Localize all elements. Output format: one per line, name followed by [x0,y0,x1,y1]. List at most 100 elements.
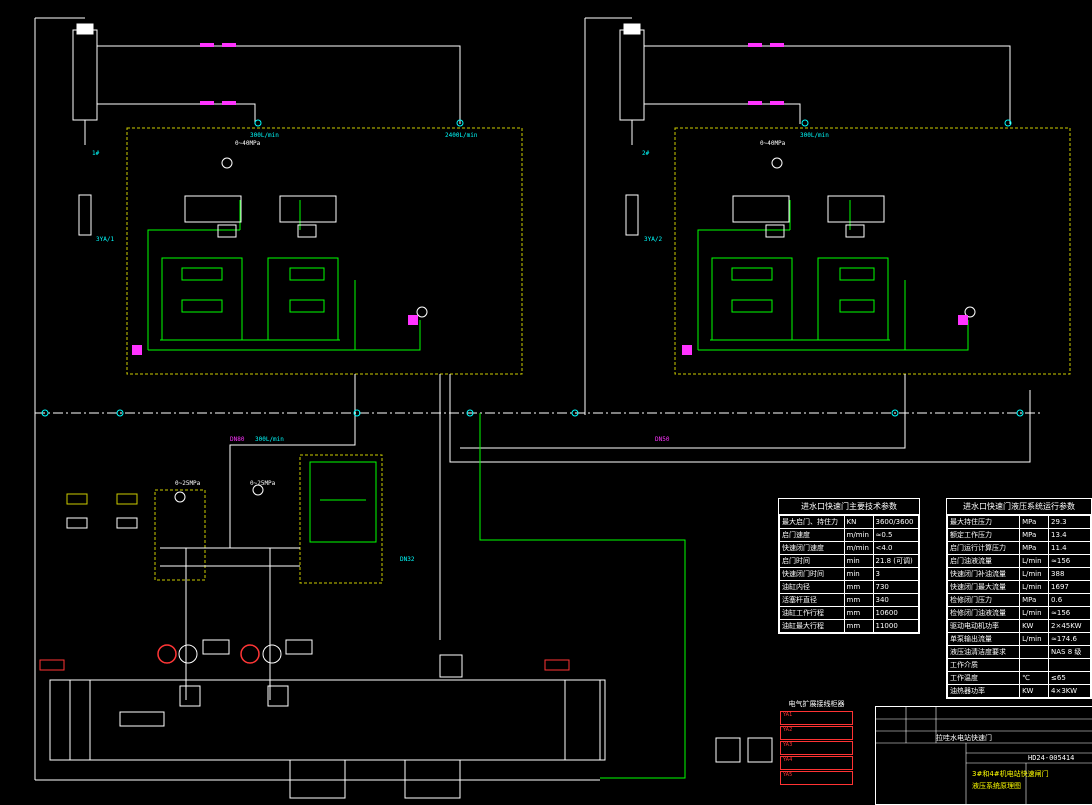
row-value: 340 [872,593,919,607]
dn-label-3: DN32 [400,556,415,563]
row-name: 快速闭门速度 [779,541,845,555]
cylinder-right-label: 2# [642,150,650,157]
right-cylinder-system [584,17,1011,415]
flow-label-1: 300L/min [250,132,279,139]
row-unit: m/min [843,541,874,555]
row-unit [1019,645,1050,659]
row-unit: mm [843,580,874,594]
row-value: 10600 [872,606,919,620]
flow-label-4: 300L/min [255,436,284,443]
legend-label: YA3 [783,742,793,748]
row-name: 快速闭门时间 [779,567,845,581]
row-unit: KN [843,515,874,529]
row-value: 1697 [1048,580,1091,594]
gauge-label-1: 0~40MPa [235,140,261,147]
right-control-enclosure [674,127,1071,375]
row-name: 油缸内径 [779,580,845,594]
pump-control-enclosure [299,454,383,584]
row-value: 4×3KW [1048,684,1091,698]
row-name: 启门速度 [779,528,845,542]
list-item: YA1 [780,711,853,725]
row-unit: KW [1019,684,1050,698]
left-cylinder-system [34,17,461,780]
row-value: 13.4 [1048,528,1091,542]
row-name: 额定工作压力 [946,528,1021,542]
row-value: ≈156 [1048,606,1091,620]
drawing-title-line-1: 3#和4#机电站快速闸门 [972,770,1049,778]
row-name: 工作介质 [946,658,1021,672]
row-name: 驱动电动机功率 [946,619,1021,633]
left-control-enclosure [126,127,523,375]
electrical-legend: 电气扩展接线柜器 YA1 YA2 YA3 YA4 YA5 [780,699,853,785]
list-item: YA5 [780,771,853,785]
row-value: 11.4 [1048,541,1091,555]
row-unit: L/min [1019,567,1050,581]
row-name: 油缸最大行程 [779,619,845,633]
row-value: 2×45KW [1048,619,1091,633]
left-hydraulic-cylinder [72,29,98,121]
right-hydraulic-cylinder [619,29,645,121]
electrical-legend-header: 电气扩展接线柜器 [788,700,845,708]
row-value: 29.3 [1048,515,1091,529]
row-unit: MPa [1019,515,1050,529]
row-name: 最大持住压力 [946,515,1021,529]
row-name: 快速闭门最大流量 [946,580,1021,594]
dn-label-1: DN80 [230,436,245,443]
row-value: 21.8 (可调) [872,554,919,568]
gauge-label-2: 0~25MPa [175,480,201,487]
row-unit: L/min [1019,606,1050,620]
table-row: 工作温度℃≤65 [946,671,1091,685]
drawing-title-line-2: 液压系统原理图 [972,782,1021,790]
gauge-label-3: 0~25MPa [250,480,276,487]
row-value: ≈174.6 [1048,632,1091,646]
legend-label: YA1 [783,712,793,718]
solenoid-left-label: 3YA/1 [96,236,115,243]
row-value: 3 [872,567,919,581]
table-row: 工作介质 [946,658,1091,672]
row-unit: L/min [1019,632,1050,646]
title-block-grid [876,707,1092,804]
row-unit: L/min [1019,580,1050,594]
list-item: YA2 [780,726,853,740]
solenoid-right-label: 3YA/2 [644,236,663,243]
legend-label: YA4 [783,757,793,763]
row-value: ≈156 [1048,554,1091,568]
row-value: 11000 [872,619,919,633]
row-unit: MPa [1019,593,1050,607]
gate-specs-title: 进水口快速门主要技术参数 [779,499,919,515]
row-value: 730 [872,580,919,594]
row-unit: mm [843,593,874,607]
row-unit: KW [1019,619,1050,633]
row-unit: L/min [1019,554,1050,568]
row-name: 启门油液流量 [946,554,1021,568]
row-name: 活塞杆直径 [779,593,845,607]
legend-label: YA2 [783,727,793,733]
row-value [1048,658,1091,672]
row-name: 油缸工作行程 [779,606,845,620]
row-name: 最大启门、持住力 [779,515,845,529]
title-block: 拉哇水电站快速门 HD24-005414 3#和4#机电站快速闸门 液压系统原理… [875,706,1092,805]
row-unit: min [843,554,874,568]
dn-label-2: DN50 [655,436,670,443]
row-unit: MPa [1019,528,1050,542]
filter-unit [439,654,463,678]
row-name: 启门时间 [779,554,845,568]
row-value: 3600/3600 [872,515,919,529]
left-cylinder-cap [76,23,94,35]
row-value: <4.0 [872,541,919,555]
